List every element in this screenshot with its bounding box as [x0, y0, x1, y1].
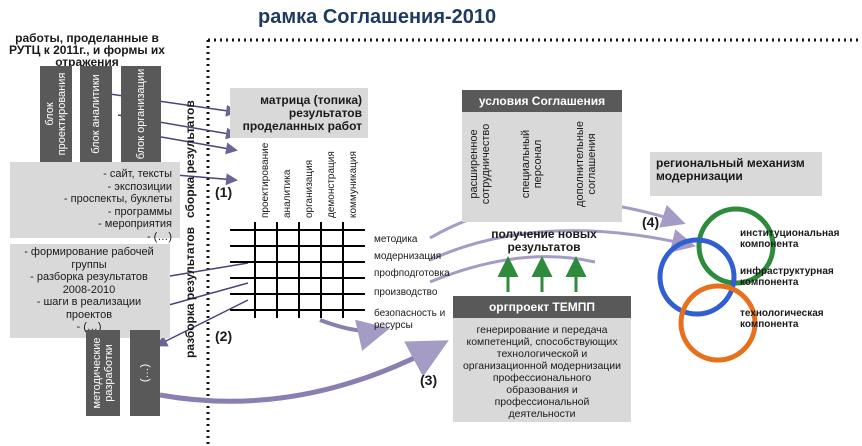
ring-infrastructure [657, 237, 737, 317]
regional-mechanism-box: региональный механизм модернизации [650, 152, 822, 196]
list-item: - разборка результатов 2008-2010 [30, 271, 148, 296]
step-number-1: (1) [215, 184, 233, 200]
arrow-curve-bottom [159, 340, 449, 404]
temp-description: генерирование и передача компетенций, сп… [462, 324, 622, 420]
block-organization-label: блок организации [135, 68, 147, 160]
collect-results-label: сборка результатов [183, 100, 197, 218]
ring-technological [678, 283, 758, 363]
arrow-block3 [149, 134, 238, 155]
matrix-title: матрица (топика) результатов проделанных… [242, 93, 362, 133]
arrow-back3 [155, 299, 249, 347]
block-analytics: блок аналитики [80, 66, 112, 162]
list-item: - формирование рабочей группы [24, 246, 154, 271]
block-design: блок проектирования [40, 66, 72, 162]
matrix-column-label: демонстрация [326, 151, 337, 218]
regional-mechanism-title: региональный механизм модернизации [656, 156, 805, 183]
condition-item: специальный персонал [520, 129, 544, 199]
top-note: работы, проделанные в РУТЦ к 2011г., и ф… [9, 31, 165, 69]
new-results-label: получение новых результатов [491, 227, 597, 254]
condition-item: дополнительные соглашения [574, 121, 598, 207]
matrix-column-label: коммуникация [348, 151, 359, 218]
forms-list-box: - сайт, тексты - экспозиции - проспекты,… [10, 162, 180, 243]
block-etc: (…) [130, 330, 160, 416]
temp-description-box: генерирование и передача компетенций, сп… [453, 318, 631, 422]
matrix-row-label: методика [374, 234, 418, 245]
matrix-row-label: безопасность и ресурсы [374, 308, 446, 331]
arrow-curve-from-matrix [319, 318, 390, 351]
list-item: - мероприятия [98, 218, 172, 230]
list-item: - сайт, тексты [103, 168, 172, 180]
matrix-column-label: организация [304, 159, 315, 218]
conditions-title: условия Соглашения [462, 90, 622, 112]
block-methodical: методические разработки [86, 330, 120, 416]
step-number-2: (2) [215, 328, 233, 344]
list-item: - проспекты, буклеты [63, 193, 172, 205]
block-methodical-label: методические разработки [91, 337, 115, 409]
temp-title: оргпроект ТЕМПП [453, 296, 631, 318]
matrix-column-label: проектирование [260, 142, 271, 218]
block-design-label: блок проектирования [44, 72, 68, 156]
parse-results-label: разборка результатов [183, 226, 197, 358]
arrow-back1 [155, 262, 249, 283]
conditions-box [462, 112, 622, 222]
list-item: - экспозиции [107, 180, 173, 193]
arrow-list1 [175, 173, 238, 186]
component-label-technological: технологическая компонента [740, 308, 824, 330]
list-item: - программы [107, 205, 172, 218]
matrix-row-label: производство [374, 287, 438, 298]
component-label-infrastructure: инфраструктурная компонента [740, 266, 834, 288]
list-item: - шаги в реализации проектов [36, 296, 142, 321]
arrow-back2 [155, 282, 249, 312]
matrix-column-label: аналитика [282, 169, 293, 218]
list-item: - (…) [146, 230, 172, 243]
block-analytics-label: блок аналитики [90, 74, 102, 154]
step-number-3: (3) [420, 372, 438, 388]
results-list-box: - формирование рабочей группы - разборка… [10, 244, 170, 338]
block-organization: блок организации [121, 66, 161, 162]
arrow-curve-mid [429, 229, 696, 262]
condition-item: расширенное сотрудничество [468, 123, 492, 205]
matrix-title-box: матрица (топика) результатов проделанных… [230, 88, 368, 138]
block-etc-label: (…) [139, 363, 151, 383]
arrow-curve-low [429, 255, 596, 284]
matrix-grid [230, 222, 365, 318]
component-label-institutional: институциональная компонента [740, 228, 840, 250]
matrix-row-label: модернизация [374, 251, 442, 262]
step-number-4: (4) [642, 214, 660, 230]
page-title: рамка Соглашения-2010 [258, 6, 497, 28]
matrix-row-label: профподготовка [374, 268, 450, 279]
